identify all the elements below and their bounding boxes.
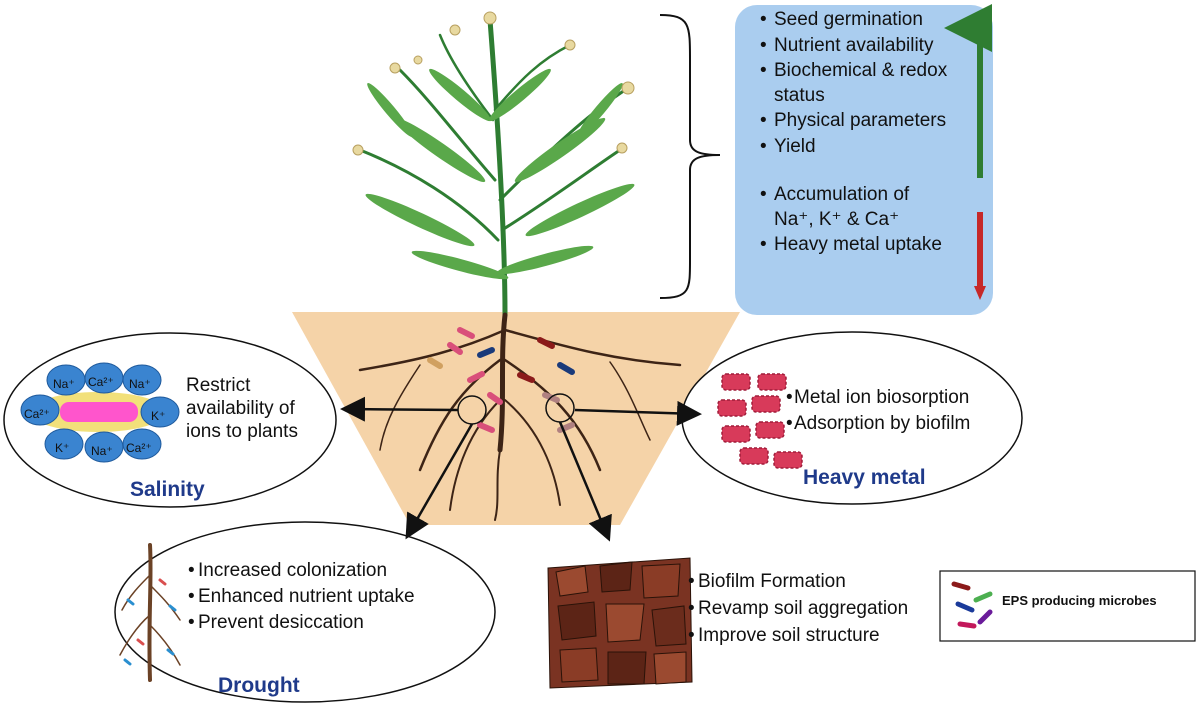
salinity-line: availability of: [186, 398, 295, 419]
salinity-line: ions to plants: [186, 421, 298, 442]
curly-brace: [659, 14, 721, 299]
ion-label: K⁺: [55, 441, 70, 455]
effects-list: Seed germination Nutrient availability B…: [760, 8, 990, 259]
drought-item: Increased colonization: [188, 558, 415, 584]
soil-item: Improve soil structure: [688, 622, 908, 649]
drought-root-icon: [119, 543, 181, 682]
ion-label: Ca²⁺: [24, 407, 50, 421]
soil-description: Biofilm Formation Revamp soil aggregatio…: [688, 568, 908, 649]
heavy-metal-item: Adsorption by biofilm: [786, 411, 970, 437]
drought-title: Drought: [218, 674, 300, 697]
soil-aggregate-icon: [547, 557, 693, 689]
microbe-pink: [60, 402, 138, 422]
ion-label: Na⁺: [91, 444, 113, 458]
increase-item: Physical parameters: [760, 109, 990, 134]
ion-label: Na⁺: [53, 377, 75, 391]
soil-item: Biofilm Formation: [688, 568, 908, 595]
soil-trapezoid: [292, 312, 740, 525]
decrease-list: Accumulation of Na⁺, K⁺ & Ca⁺ Heavy meta…: [760, 183, 990, 258]
increase-item: Nutrient availability: [760, 34, 990, 59]
drought-item: Prevent desiccation: [188, 610, 415, 636]
ion-circles: [20, 362, 180, 463]
heavy-metal-list: Metal ion biosorption Adsorption by biof…: [786, 385, 970, 437]
drought-list: Increased colonization Enhanced nutrient…: [188, 558, 415, 636]
arrow-to-drought: [405, 423, 474, 540]
legend-box: [939, 570, 1196, 642]
increase-list: Seed germination Nutrient availability B…: [760, 8, 990, 159]
plant-leaves: [365, 68, 635, 280]
salinity-line: Restrict: [186, 375, 251, 396]
salinity-description: Restrict availability of ions to plants: [186, 374, 298, 443]
increase-item: Biochemical & redox status: [760, 59, 974, 108]
increase-item: Yield: [760, 135, 990, 160]
decrease-item: Accumulation of Na⁺, K⁺ & Ca⁺: [760, 183, 954, 232]
salinity-title: Salinity: [130, 478, 205, 501]
soil-item: Revamp soil aggregation: [688, 595, 908, 622]
ion-label: Ca²⁺: [126, 441, 152, 455]
drought-description: Increased colonization Enhanced nutrient…: [188, 558, 415, 636]
heavy-metal-description: Metal ion biosorption Adsorption by biof…: [786, 385, 970, 437]
heavy-metal-title: Heavy metal: [803, 466, 926, 489]
metal-particles: [717, 373, 803, 469]
legend-label: EPS producing microbes: [1002, 593, 1157, 608]
legend-microbe-icons: [951, 581, 993, 629]
roots-icon: [358, 312, 682, 521]
plant-tassels: [352, 11, 635, 156]
ion-label: Na⁺: [129, 377, 151, 391]
drought-microbes: [123, 578, 177, 666]
soil-list: Biofilm Formation Revamp soil aggregatio…: [688, 568, 908, 649]
ion-label: Ca²⁺: [88, 375, 114, 389]
increase-item: Seed germination: [760, 8, 990, 33]
decrease-item: Heavy metal uptake: [760, 233, 990, 258]
ion-label: K⁺: [151, 409, 166, 423]
drought-item: Enhanced nutrient uptake: [188, 584, 415, 610]
arrow-to-salinity: [340, 396, 459, 422]
arrow-to-heavy-metal: [574, 400, 702, 426]
arrow-to-soil: [558, 421, 612, 542]
heavy-metal-item: Metal ion biosorption: [786, 385, 970, 411]
